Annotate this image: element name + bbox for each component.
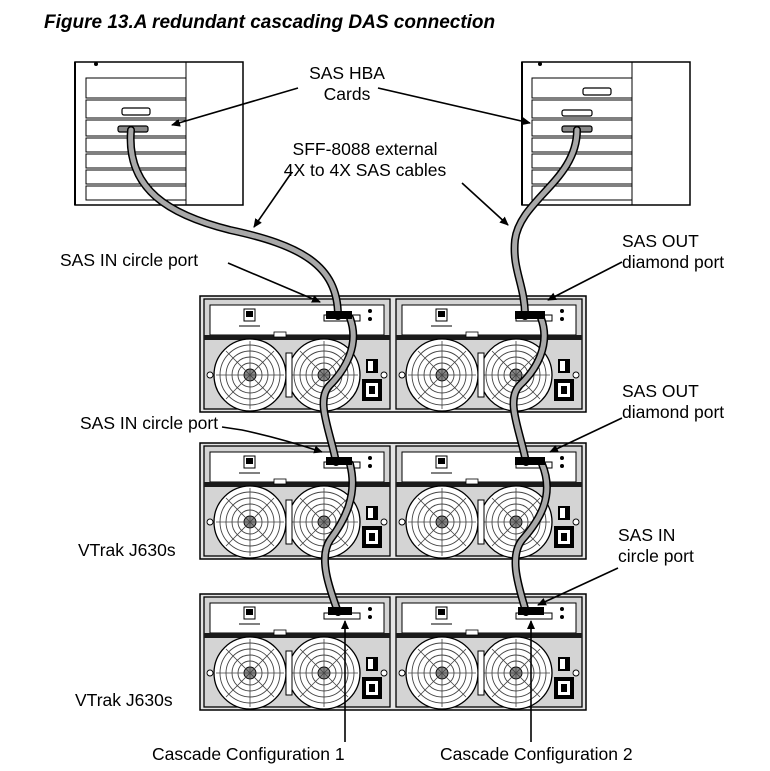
sas-hba-cards-line2: Cards	[323, 84, 371, 104]
vtrak-label-middle: VTrak J630s	[78, 540, 176, 560]
sas-cables-label: SFF-8088 external 4X to 4X SAS cables	[255, 139, 475, 181]
cascade-configuration-1-label: Cascade Configuration 1	[152, 744, 345, 764]
sas-out-diamond-port-1-line2: diamond port	[622, 252, 725, 272]
figure-title: Figure 13.A redundant cascading DAS conn…	[44, 12, 496, 33]
sas-out-diamond-port-1-line1: SAS OUT	[622, 231, 699, 251]
sas-out-diamond-port-label-1: SAS OUT diamond port	[622, 231, 724, 273]
sas-out-diamond-port-label-2: SAS OUT diamond port	[622, 381, 724, 423]
sas-in-circle-port-label-2: SAS IN circle port	[80, 413, 219, 433]
sas-hba-cards-label: SAS HBA Cards	[292, 63, 402, 105]
host-server-right	[521, 61, 691, 206]
host-server-left	[74, 61, 244, 206]
sas-cables	[126, 126, 581, 616]
sas-in-circle-port-3-line1: SAS IN	[618, 525, 676, 545]
sas-out-diamond-port-2-line2: diamond port	[622, 402, 725, 422]
sas-in-circle-port-3-line2: circle port	[618, 546, 694, 566]
sas-hba-cards-line1: SAS HBA	[309, 63, 385, 83]
sas-cables-line2: 4X to 4X SAS cables	[283, 160, 447, 180]
sas-in-circle-port-label-1: SAS IN circle port	[60, 250, 199, 270]
sas-in-circle-port-label-3: SAS IN circle port	[618, 525, 694, 567]
sas-cables-line1: SFF-8088 external	[292, 139, 438, 159]
sas-out-diamond-port-2-line1: SAS OUT	[622, 381, 699, 401]
cascade-configuration-2-label: Cascade Configuration 2	[440, 744, 633, 764]
leader-arrows	[171, 87, 623, 742]
vtrak-label-bottom: VTrak J630s	[75, 690, 173, 710]
